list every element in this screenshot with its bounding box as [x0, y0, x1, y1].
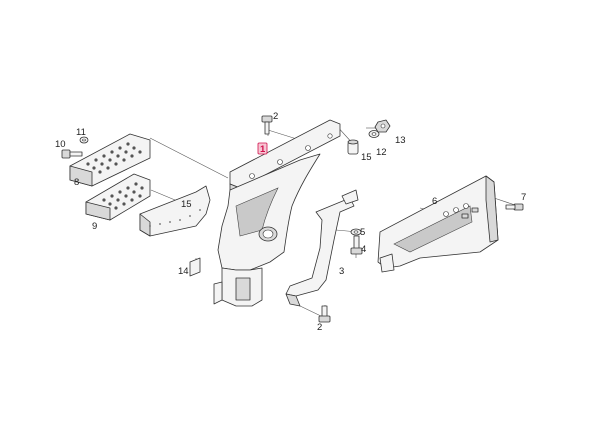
callout-15-right[interactable]: 15 [361, 152, 372, 163]
callout-12[interactable]: 12 [376, 147, 387, 158]
callout-6[interactable]: 6 [432, 196, 437, 207]
callout-1[interactable]: 1 [260, 144, 266, 155]
callout-2-upper[interactable]: 2 [273, 111, 278, 122]
upper-step-plate [69, 133, 151, 187]
callout-13[interactable]: 13 [395, 135, 406, 146]
highlighted-callout-box [257, 142, 268, 155]
bolt-7 [505, 203, 524, 211]
bracket-3 [285, 189, 359, 307]
callout-2-lower[interactable]: 2 [317, 322, 322, 333]
callout-7[interactable]: 7 [521, 192, 526, 203]
washer-12 [368, 130, 380, 138]
bolt-2-upper [261, 115, 273, 135]
bolt-10 [61, 149, 83, 159]
callout-8[interactable]: 8 [74, 177, 79, 188]
callout-9[interactable]: 9 [92, 221, 97, 232]
callout-11[interactable]: 11 [76, 127, 86, 138]
nut-13 [374, 119, 391, 133]
callout-4[interactable]: 4 [361, 244, 366, 255]
callouts: 1 2 2 3 4 5 6 7 8 9 10 11 12 13 14 15 15 [55, 111, 526, 333]
lower-step-plate [85, 173, 151, 221]
washer-5 [350, 228, 362, 236]
callout-3[interactable]: 3 [339, 266, 344, 277]
mud-flap-15 [139, 185, 211, 237]
clip-14 [189, 257, 201, 277]
bolt-2-lower [318, 305, 331, 323]
spacer-15 [347, 139, 359, 155]
callout-15-left[interactable]: 15 [181, 199, 192, 210]
callout-5[interactable]: 5 [360, 227, 365, 238]
bolt-4 [350, 235, 363, 255]
side-panel-6 [377, 175, 499, 273]
callout-10[interactable]: 10 [55, 139, 66, 150]
washer-11 [79, 136, 89, 144]
side-panel-1 [213, 119, 341, 307]
callout-14[interactable]: 14 [178, 266, 189, 277]
